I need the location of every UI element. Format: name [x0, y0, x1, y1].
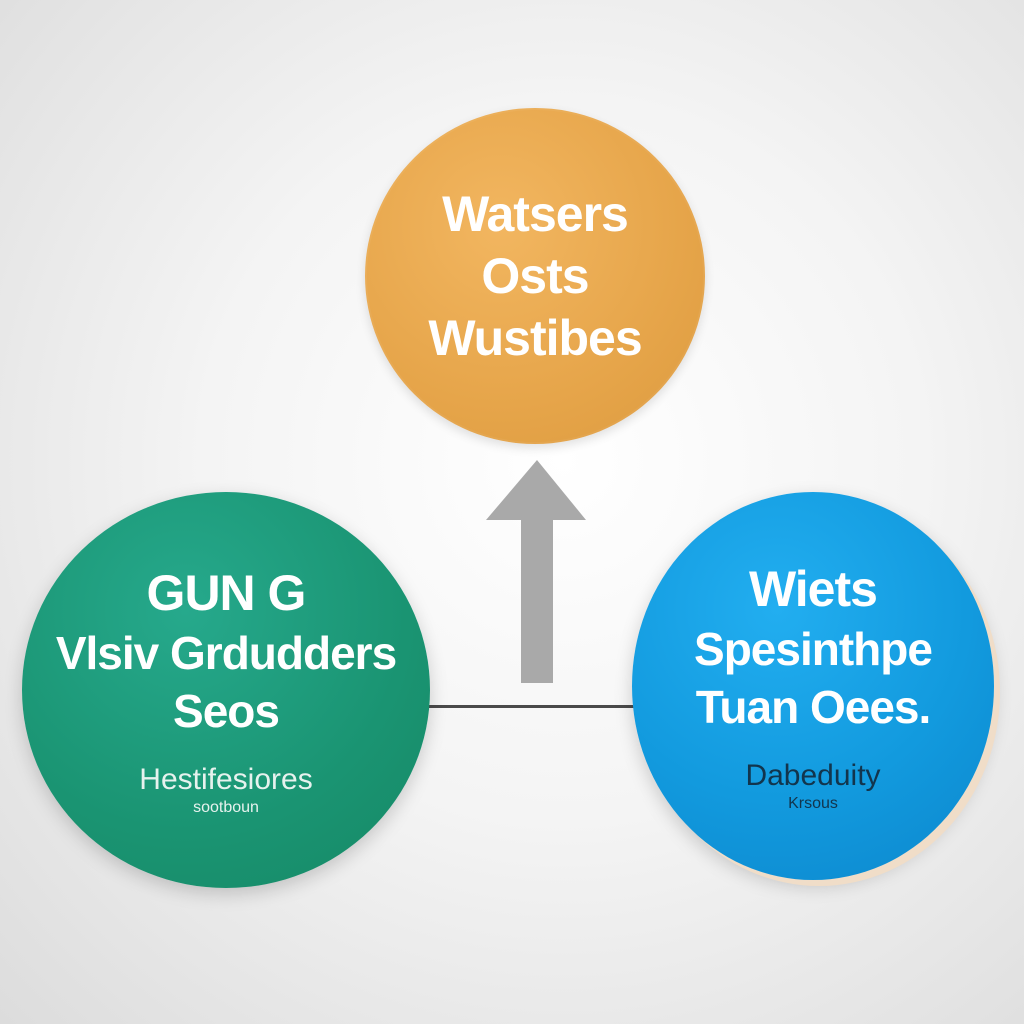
node-left-line-3: Seos	[173, 685, 280, 737]
node-left-sub-1: Hestifesiores	[139, 763, 313, 796]
node-right-sub-2: Krsous	[788, 795, 838, 812]
node-top: Watsers Osts Wustibes	[365, 108, 705, 444]
node-right-line-3: Tuan Oees.	[695, 681, 932, 733]
connector-line	[420, 705, 650, 708]
node-top-line-1: Watsers	[442, 186, 629, 242]
node-top-line-2: Osts	[481, 248, 589, 304]
node-top-line-3: Wustibes	[428, 310, 642, 366]
node-left-line-1: GUN G	[146, 565, 307, 621]
node-left-line-2: Vlsiv Grdudders	[55, 627, 397, 679]
node-right-line-2: Spesinthpe	[694, 623, 933, 675]
node-right-line-1: Wiets	[749, 561, 878, 617]
node-right: Wiets Spesinthpe Tuan Oees. Dabeduity Kr…	[632, 492, 994, 880]
up-arrow-icon	[486, 460, 586, 683]
node-left: GUN G Vlsiv Grdudders Seos Hestifesiores…	[22, 492, 430, 888]
node-left-sub-2: sootboun	[193, 799, 259, 816]
node-right-sub-1: Dabeduity	[745, 759, 881, 792]
